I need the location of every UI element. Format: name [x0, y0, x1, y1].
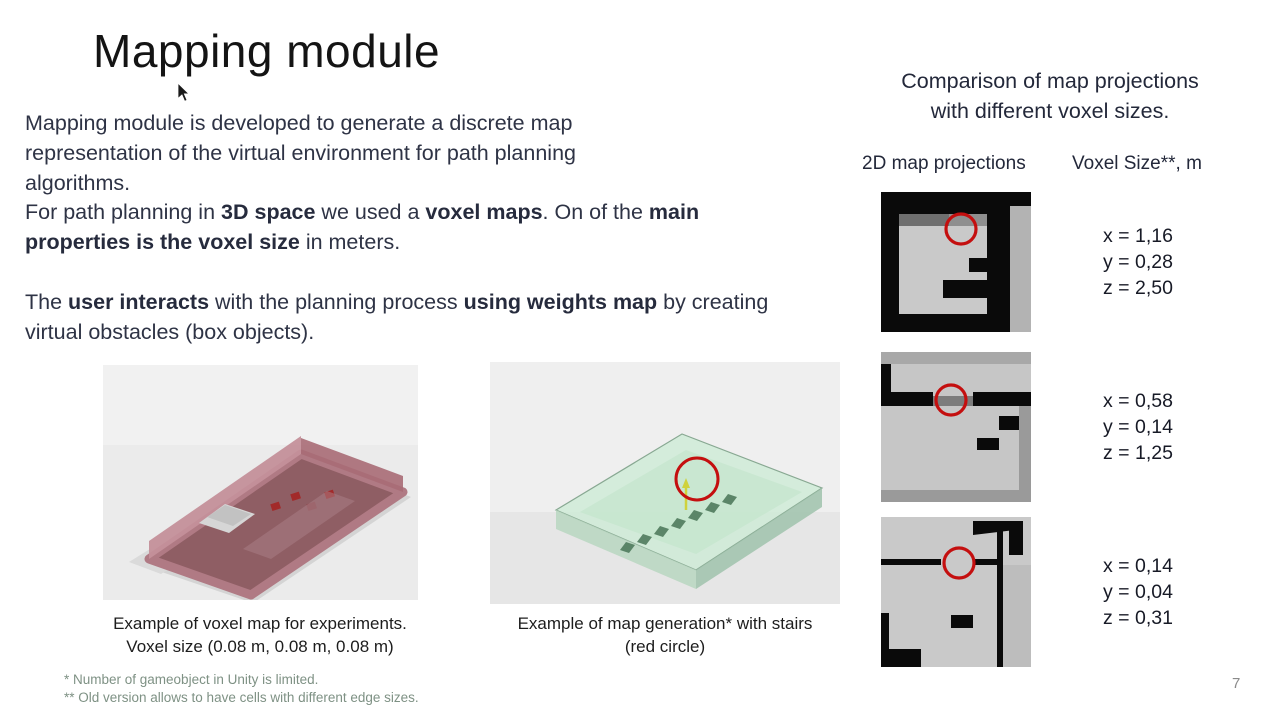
map-projection-thumbnail-2 — [881, 352, 1031, 502]
text-run: we used a — [315, 200, 426, 224]
caption-line: (red circle) — [624, 637, 706, 656]
caption-line: Voxel size (0.08 m, 0.08 m, 0.08 m) — [126, 637, 394, 656]
caption-line: Example of voxel map for experiments. — [113, 614, 407, 633]
voxel-size-x: x = 1,16 — [1103, 225, 1173, 247]
footnote-1: * Number of gameobject in Unity is limit… — [64, 672, 319, 687]
figure-map-generation-caption: Example of map generation* with stairs (… — [480, 612, 850, 658]
comparison-heading: Comparison of map projections with diffe… — [901, 69, 1199, 123]
map-projection-thumbnail-3 — [881, 517, 1031, 667]
text-run: The — [25, 290, 69, 314]
text-run: Mapping module is developed to generate … — [25, 111, 576, 195]
slide-title: Mapping module — [93, 25, 441, 77]
body-paragraph-intro: Mapping module is developed to generate … — [25, 108, 680, 198]
text-run: For path planning in — [25, 200, 222, 224]
text-run: by creating virtual obstacles (box objec… — [25, 290, 769, 344]
voxel-size-values: x = 0,58 y = 0,14 z = 1,25 — [1103, 388, 1173, 466]
footnotes: * Number of gameobject in Unity is limit… — [64, 671, 419, 707]
voxel-size-z: z = 2,50 — [1103, 277, 1173, 299]
figure-voxel-map — [103, 365, 418, 600]
text-run: in meters. — [299, 230, 401, 254]
page-number: 7 — [1232, 675, 1241, 692]
voxel-map-render-image — [103, 365, 418, 600]
comparison-row: x = 0,58 y = 0,14 z = 1,25 — [881, 352, 1173, 502]
footnote-2: ** Old version allows to have cells with… — [64, 690, 419, 705]
map-generation-render-image — [490, 362, 840, 604]
voxel-size-z: z = 0,31 — [1103, 607, 1173, 629]
text-run-bold: user interacts — [68, 290, 210, 314]
text-run: with the planning process — [209, 290, 464, 314]
voxel-size-y: y = 0,04 — [1103, 581, 1173, 603]
text-run-bold: voxel maps — [425, 200, 543, 224]
voxel-size-x: x = 0,14 — [1103, 555, 1173, 577]
text-run-bold: main properties is the voxel size — [25, 200, 700, 254]
voxel-size-y: y = 0,14 — [1103, 416, 1173, 438]
text-run-bold: 3D space — [221, 200, 316, 224]
voxel-size-y: y = 0,28 — [1103, 251, 1173, 273]
comparison-row: x = 0,14 y = 0,04 z = 0,31 — [881, 517, 1173, 667]
body-paragraph-weights: The user interacts with the planning pro… — [25, 287, 785, 347]
voxel-size-values: x = 1,16 y = 0,28 z = 2,50 — [1103, 223, 1173, 301]
text-run-bold: using weights map — [463, 290, 658, 314]
figure-map-generation — [490, 362, 840, 604]
figure-voxel-map-caption: Example of voxel map for experiments. Vo… — [95, 612, 425, 658]
caption-line: Example of map generation* with stairs — [517, 614, 813, 633]
voxel-size-z: z = 1,25 — [1103, 442, 1173, 464]
column-header-voxel-size: Voxel Size**, m — [1072, 153, 1202, 174]
voxel-size-values: x = 0,14 y = 0,04 z = 0,31 — [1103, 553, 1173, 631]
voxel-size-x: x = 0,58 — [1103, 390, 1173, 412]
text-run: . On of the — [542, 200, 649, 224]
mouse-cursor-icon — [177, 83, 191, 102]
body-paragraph-voxel: For path planning in 3D space we used a … — [25, 197, 785, 257]
column-header-projections: 2D map projections — [862, 153, 1026, 174]
map-projection-thumbnail-1 — [881, 192, 1031, 332]
comparison-row: x = 1,16 y = 0,28 z = 2,50 — [881, 192, 1173, 332]
